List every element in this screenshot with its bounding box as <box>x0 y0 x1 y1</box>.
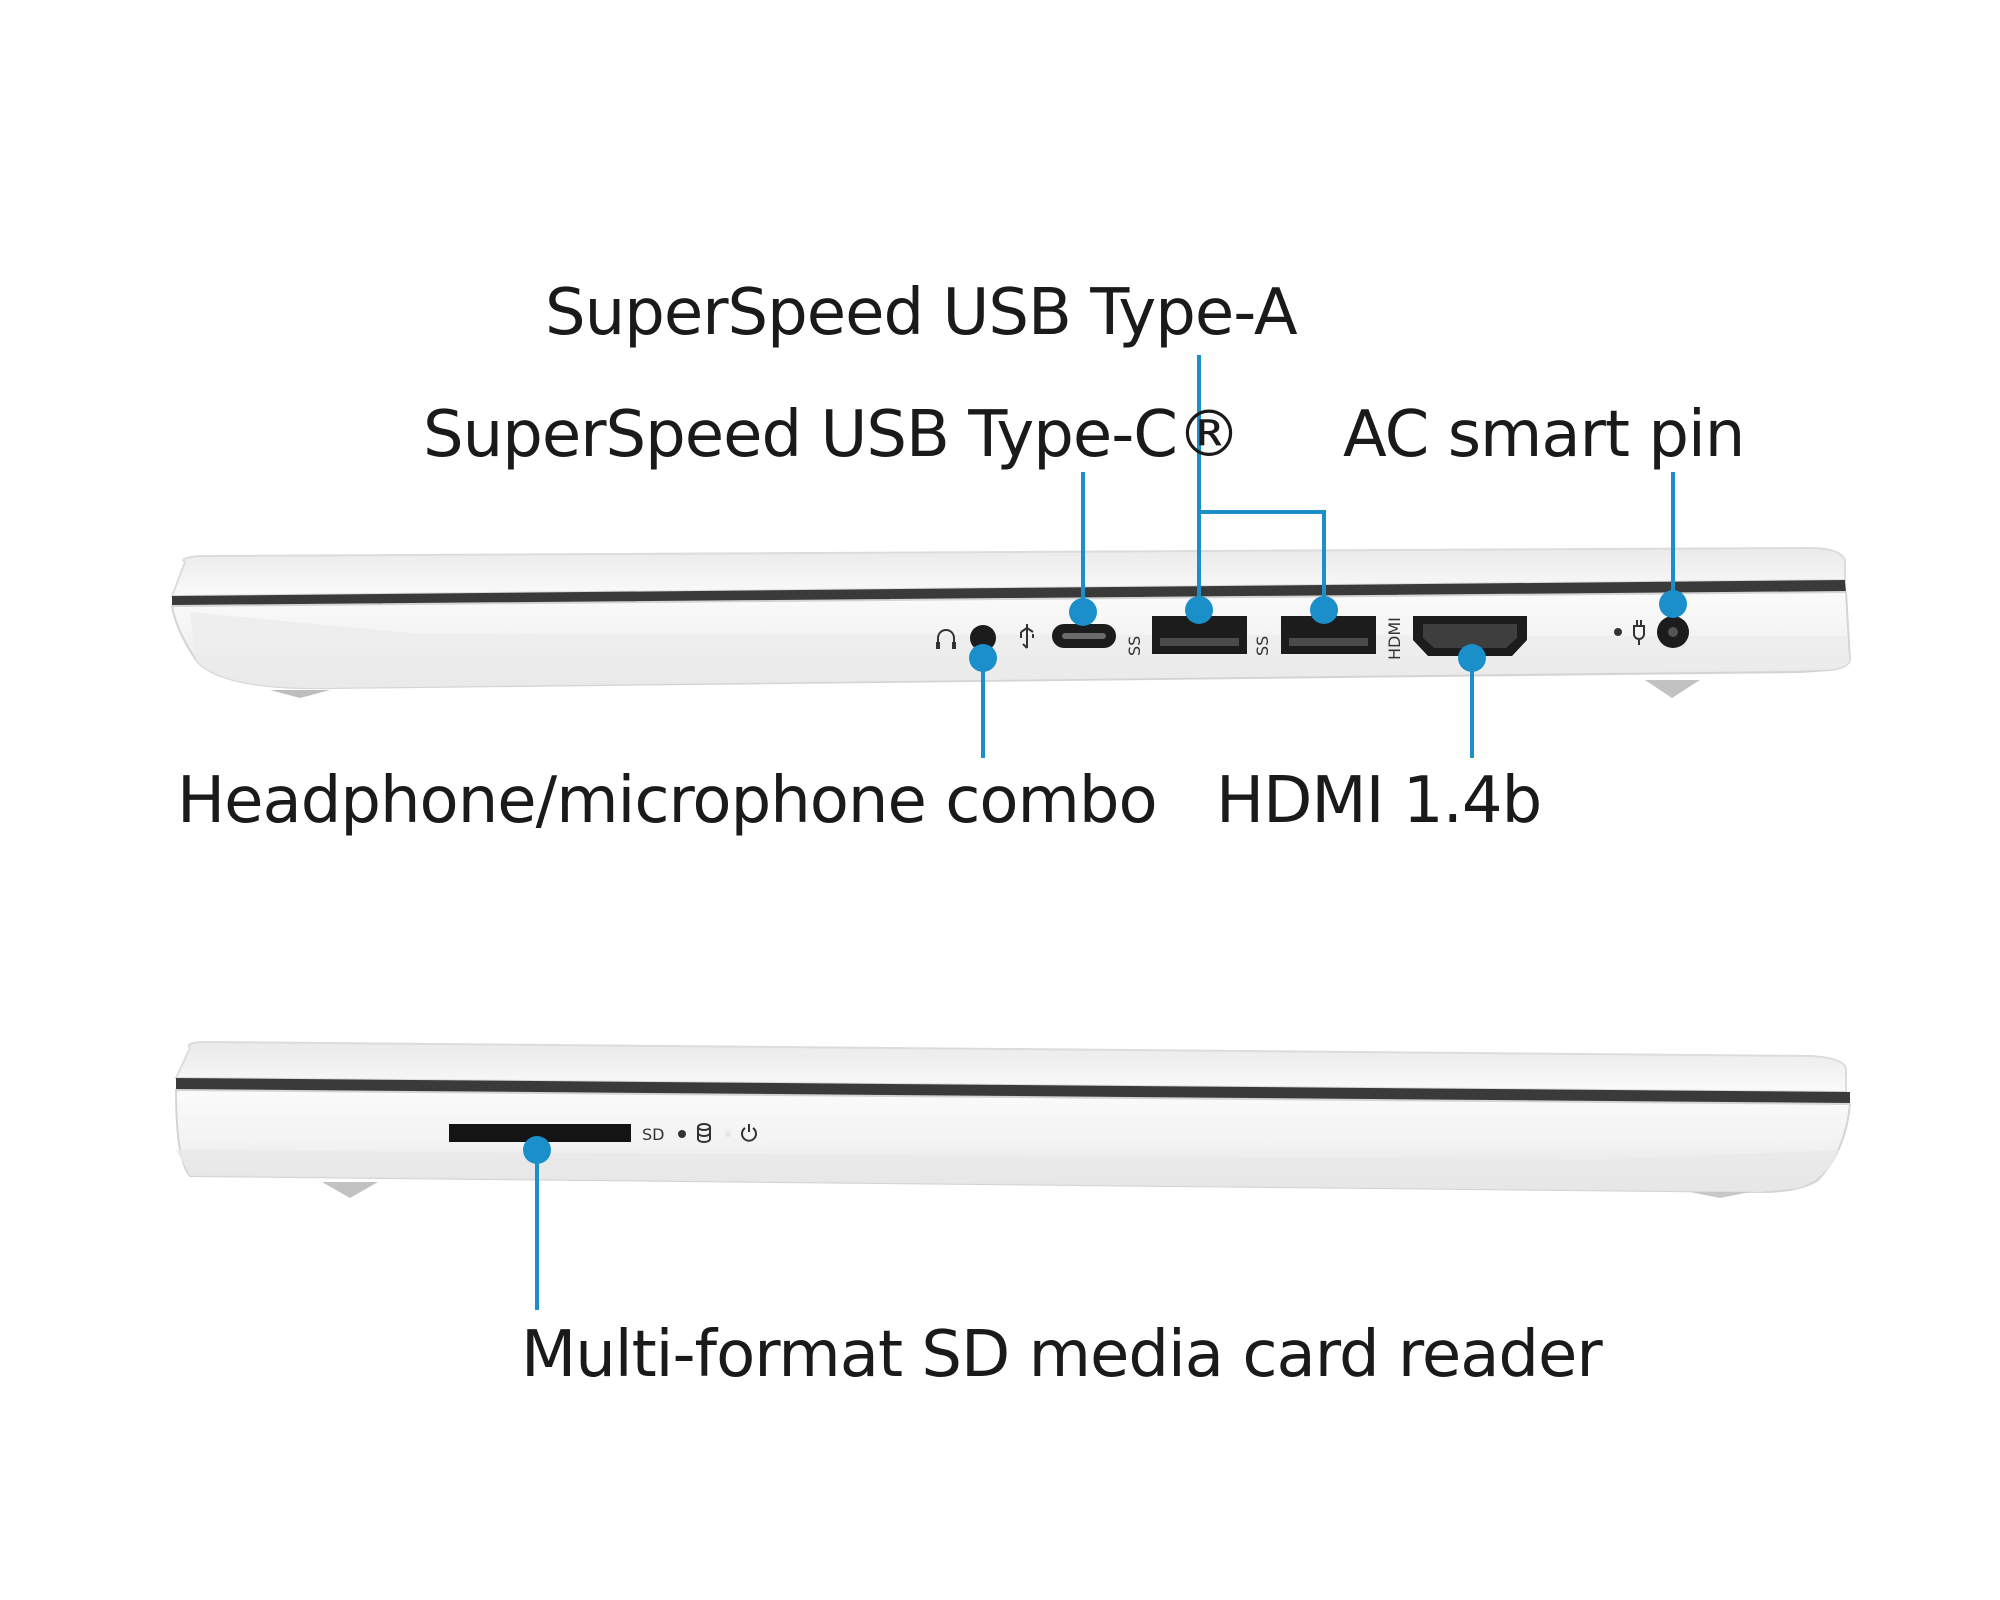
hdmi-marking: HDMI <box>1385 617 1404 660</box>
callout-dot-usb-c <box>1069 598 1097 626</box>
sd-activity-led <box>678 1130 686 1138</box>
power-icon <box>741 1124 757 1142</box>
callout-dot-hdmi <box>1458 644 1486 672</box>
label-usb-a: SuperSpeed USB Type-A <box>545 276 1298 350</box>
power-plug-icon <box>1633 620 1645 645</box>
power-led <box>725 1131 731 1137</box>
headphone-icon <box>936 629 956 649</box>
usb-icon <box>1020 624 1034 649</box>
storage-icon <box>697 1123 711 1143</box>
hdmi-port: HDMI <box>1385 616 1527 660</box>
callout-dots <box>523 590 1687 1164</box>
callout-usb-a <box>1197 355 1326 606</box>
ss-marking: SS <box>1125 636 1144 656</box>
usb-c-port <box>1020 624 1116 649</box>
label-usb-c: SuperSpeed USB Type-C® <box>423 398 1240 472</box>
callout-lines <box>535 355 1675 1310</box>
headphone-port <box>936 625 996 651</box>
callout-dot-headphone <box>969 644 997 672</box>
laptop-side-view-left: SS SS HDMI <box>170 546 1852 698</box>
ac-smart-pin-port <box>1614 616 1689 648</box>
laptop-side-view-right: SD <box>174 1040 1852 1198</box>
label-hdmi: HDMI 1.4b <box>1216 764 1541 838</box>
callout-dot-sd <box>523 1136 551 1164</box>
sd-card-slot <box>449 1124 631 1142</box>
sd-marking: SD <box>642 1125 664 1144</box>
label-headphone: Headphone/microphone combo <box>177 764 1157 838</box>
ss-marking: SS <box>1253 636 1272 656</box>
callout-dot-usb-a-2 <box>1310 596 1338 624</box>
callout-dot-ac-pin <box>1659 590 1687 618</box>
label-ac-pin: AC smart pin <box>1343 398 1744 472</box>
callout-dot-usb-a-1 <box>1185 596 1213 624</box>
label-sd-reader: Multi-format SD media card reader <box>521 1318 1603 1392</box>
